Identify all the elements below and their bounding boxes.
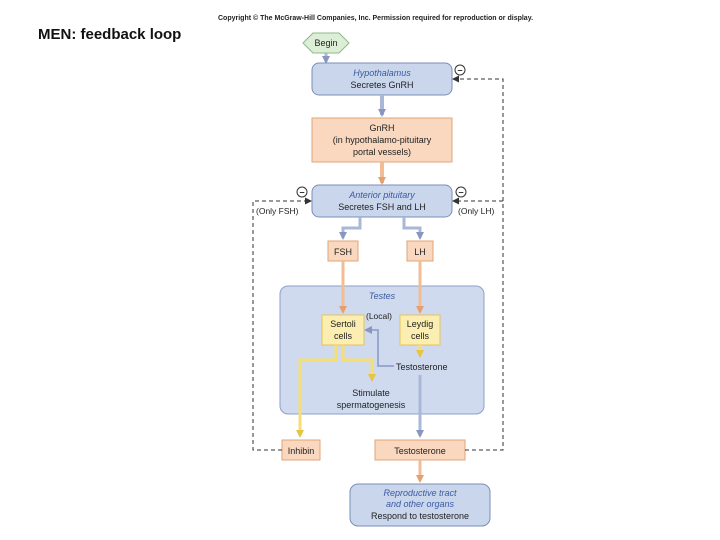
begin-node xyxy=(302,32,350,54)
begin-label: Begin xyxy=(314,38,337,48)
minus-sign-pituitary-right: − xyxy=(455,186,467,198)
arrow-pituitary-lh xyxy=(402,217,424,240)
gnrh-box xyxy=(311,117,453,163)
anterior-pituitary-text: Secretes FSH and LH xyxy=(338,202,426,212)
repro-line2: and other organs xyxy=(386,499,455,509)
leydig-line2: cells xyxy=(411,331,430,341)
testosterone-inner-label: Testosterone xyxy=(396,362,448,372)
testes-label: Testes xyxy=(369,291,396,301)
minus-text-1: − xyxy=(457,66,462,76)
repro-line1: Reproductive tract xyxy=(383,488,457,498)
leydig-line1: Leydig xyxy=(407,319,434,329)
testosterone-outer-label: Testosterone xyxy=(394,446,446,456)
only-fsh-label: (Only FSH) xyxy=(256,206,299,216)
repro-line3: Respond to testosterone xyxy=(371,511,469,521)
arrow-testosterone-sertoli-local xyxy=(364,326,394,367)
stimulate-line2: spermatogenesis xyxy=(337,400,406,410)
stimulate-line1: Stimulate xyxy=(352,388,390,398)
arrow-sertoli-inhibin xyxy=(296,345,338,438)
gnrh-line2: (in hypothalamo-pituitary xyxy=(333,135,432,145)
anterior-pituitary-title: Anterior pituitary xyxy=(348,190,415,200)
gnrh-line3: portal vessels) xyxy=(353,147,411,157)
hypothalamus-title: Hypothalamus xyxy=(353,68,411,78)
feedback-inhibin-pituitary xyxy=(252,197,312,451)
repro-box xyxy=(349,483,491,527)
minus-sign-pituitary-left: − xyxy=(296,186,308,198)
inhibin-label: Inhibin xyxy=(288,446,315,456)
copyright-notice: Copyright © The McGraw-Hill Companies, I… xyxy=(218,15,534,22)
fsh-label: FSH xyxy=(334,247,352,257)
minus-sign-hypothalamus: − xyxy=(454,64,466,76)
slide-title: MEN: feedback loop xyxy=(38,26,182,43)
hypothalamus-text: Secretes GnRH xyxy=(350,80,413,90)
minus-text-3: − xyxy=(458,188,463,198)
local-label: (Local) xyxy=(366,311,392,321)
only-lh-label: (Only LH) xyxy=(458,206,495,216)
minus-text-2: − xyxy=(299,188,304,198)
lh-label: LH xyxy=(414,247,426,257)
gnrh-line1: GnRH xyxy=(369,123,394,133)
arrow-pituitary-fsh xyxy=(339,217,362,240)
leydig-box xyxy=(399,314,441,346)
sertoli-line1: Sertoli xyxy=(330,319,356,329)
arrow-sertoli-spermatogenesis xyxy=(341,345,376,382)
sertoli-line2: cells xyxy=(334,331,353,341)
